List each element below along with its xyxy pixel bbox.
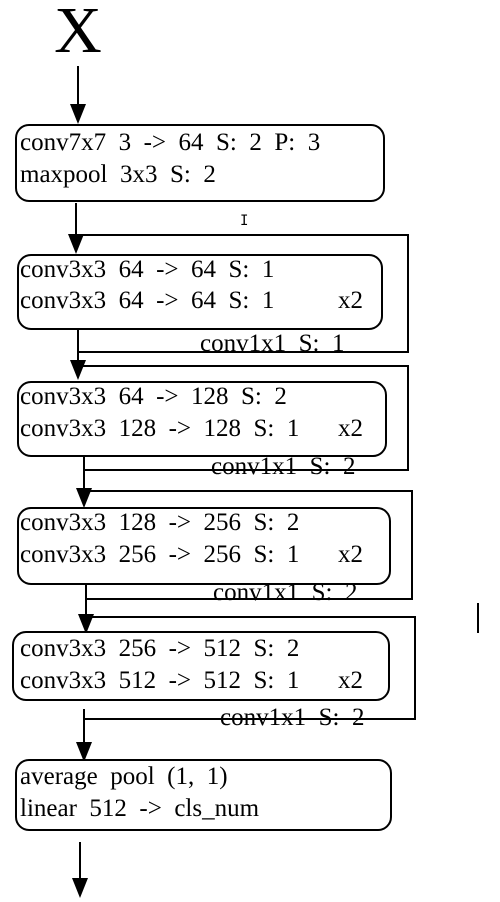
stage1-shortcut-path: [76, 234, 409, 353]
stage2-block: [17, 381, 387, 457]
stage3-arrow-head: [78, 614, 94, 634]
stage2-shortcut-path: [78, 365, 409, 471]
stage4-shortcut-path: [84, 616, 416, 720]
stage2-line-2: conv3x3 128 -> 128 S: 1: [20, 415, 299, 442]
stage2-shortcut-label: conv1x1 S: 2: [211, 453, 355, 480]
stage4-block: [12, 631, 390, 701]
stage1-arrow-head: [70, 360, 86, 380]
stage2-line-1: conv3x3 64 -> 128 S: 2: [20, 383, 287, 410]
stage3-block: [17, 507, 391, 585]
stem-arrow-head: [68, 234, 84, 254]
stage3-line-1: conv3x3 128 -> 256 S: 2: [20, 509, 299, 536]
stage1-shortcut-label: conv1x1 S: 1: [200, 330, 344, 357]
input-arrow-head: [70, 104, 86, 124]
stem-block: [15, 124, 385, 202]
head-line-1: average pool (1, 1): [20, 763, 228, 790]
stem-line-1: conv7x7 3 -> 64 S: 2 P: 3: [20, 129, 320, 156]
output-arrow-head: [72, 878, 88, 898]
stage2-arrow-head: [76, 488, 92, 508]
stage3-repeat: x2: [338, 541, 363, 568]
stage3-shortcut-label: conv1x1 S: 2: [213, 579, 357, 606]
head-block: [15, 759, 392, 831]
text-cursor-icon: I: [240, 213, 248, 229]
stage2-repeat: x2: [338, 415, 363, 442]
stage4-line-2: conv3x3 512 -> 512 S: 1: [20, 667, 299, 694]
stage3-line-2: conv3x3 256 -> 256 S: 1: [20, 541, 299, 568]
stage1-line-2: conv3x3 64 -> 64 S: 1: [20, 287, 274, 314]
stage1-repeat: x2: [338, 287, 363, 314]
head-line-2: linear 512 -> cls_num: [20, 795, 260, 822]
stage4-arrow-head: [76, 742, 92, 762]
stage1-block: [17, 254, 383, 330]
stage4-line-1: conv3x3 256 -> 512 S: 2: [20, 635, 299, 662]
stage4-repeat: x2: [338, 667, 363, 694]
stage4-shortcut-label: conv1x1 S: 2: [220, 704, 364, 731]
stage3-shortcut-path: [84, 490, 413, 600]
stem-line-2: maxpool 3x3 S: 2: [20, 161, 216, 188]
stage1-line-1: conv3x3 64 -> 64 S: 1: [20, 256, 274, 283]
input-label: X: [54, 0, 102, 67]
